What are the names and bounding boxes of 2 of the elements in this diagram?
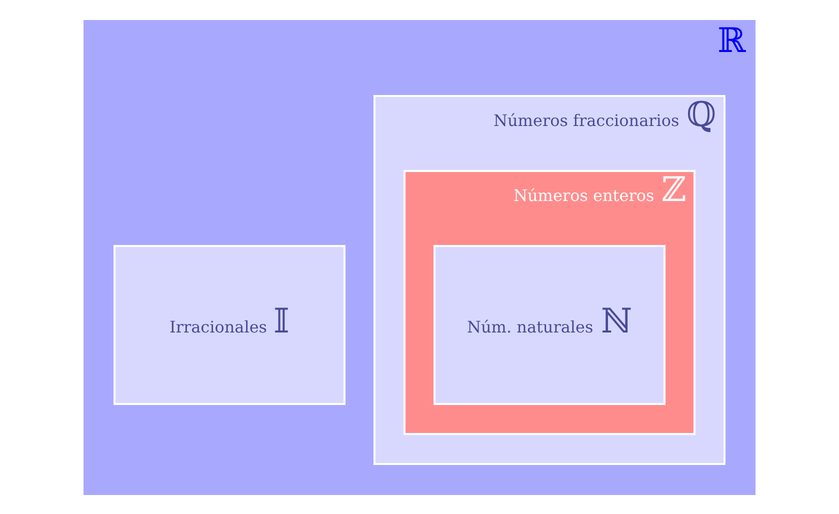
node-box: Núm. naturales ℕ xyxy=(434,244,666,404)
node-box: Irracionales 𝕀 xyxy=(114,244,346,404)
